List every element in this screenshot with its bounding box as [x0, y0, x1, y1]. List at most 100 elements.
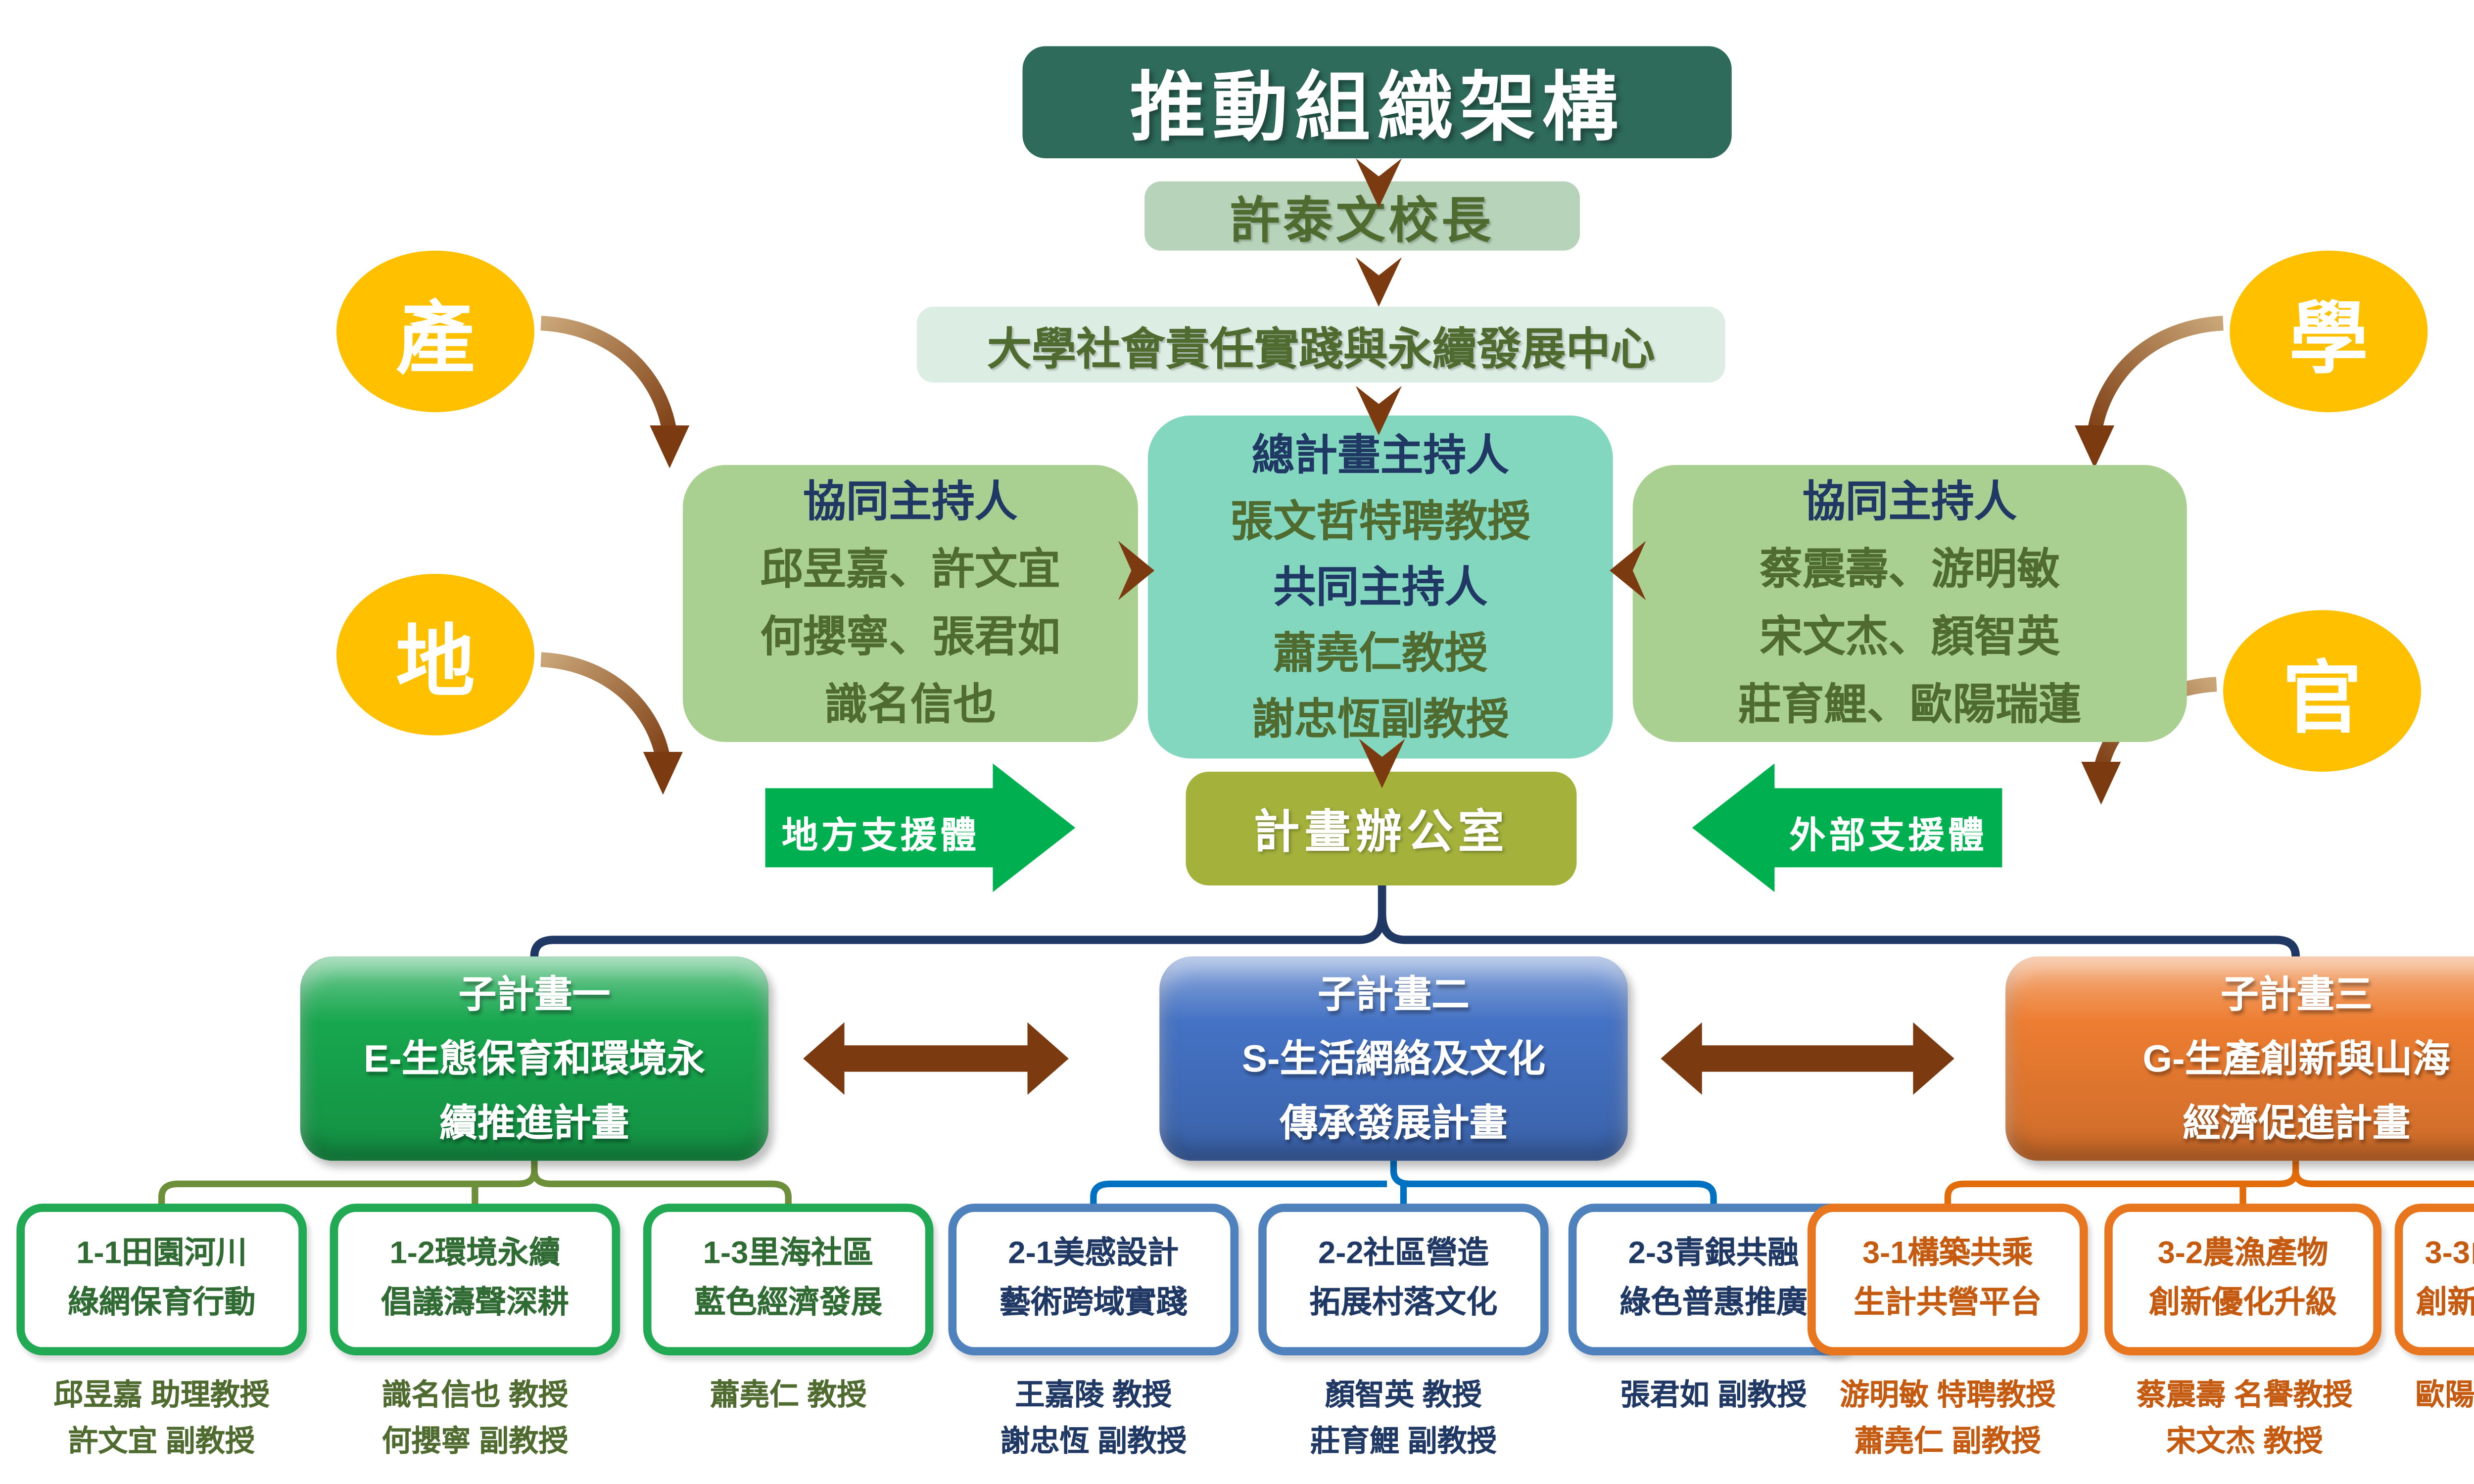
external-support-arrow-icon	[1692, 763, 2002, 892]
staff-name: 蔡震壽 名譽教授	[2136, 1378, 2353, 1412]
subproject-1-3-box: 1-3里海社區 藍色經濟發展	[643, 1204, 934, 1355]
page-title: 推動組織架構	[1022, 46, 1732, 158]
subproject-title: 綠網保育行動	[67, 1286, 256, 1321]
cohost-names: 邱昱嘉、許文宜	[760, 544, 1061, 594]
staff-2-2: 顏智英 教授 莊育鯉 副教授	[1258, 1372, 1549, 1464]
subproject-1-2-box: 1-2環境永續 倡議濤聲深耕	[330, 1204, 620, 1355]
cohost-names: 宋文杰、顏智英	[1760, 611, 2060, 661]
down-arrow-icon	[1355, 257, 1402, 307]
subproject-title: 1-3里海社區	[703, 1236, 874, 1271]
curved-arrowhead-icon	[2081, 761, 2121, 805]
cohost-left-box: 協同主持人 邱昱嘉、許文宜 何攖寧、張君如 識名信也	[682, 464, 1138, 742]
staff-2-3: 張君如 副教授	[1569, 1372, 1859, 1418]
subproject-title: 創新觀光型塑	[2416, 1286, 2474, 1321]
left-chevron-icon	[1610, 541, 1646, 601]
circle-industry: 產	[336, 250, 534, 413]
staff-3-3: 歐陽瑞蓮 老師	[2368, 1372, 2474, 1418]
staff-name: 謝忠恆 副教授	[1000, 1424, 1187, 1458]
subproject-title: 2-1美感設計	[1008, 1236, 1179, 1271]
subproject-3-2-box: 3-2農漁產物 創新優化升級	[2104, 1204, 2381, 1355]
staff-name: 游明敏 特聘教授	[1840, 1378, 2056, 1412]
connector-subplan1-children	[158, 1160, 792, 1207]
staff-name: 蕭堯仁 教授	[710, 1378, 867, 1412]
principal-investigator-box: 總計畫主持人 張文哲特聘教授 共同主持人 蕭堯仁教授 謝忠恆副教授	[1147, 415, 1613, 759]
staff-3-2: 蔡震壽 名譽教授 宋文杰 教授	[2088, 1372, 2401, 1464]
subproject-title: 綠色普惠推廣	[1619, 1286, 1808, 1321]
subproject-title: 3-3山海文旅	[2425, 1236, 2474, 1271]
staff-name: 張君如 副教授	[1620, 1378, 1807, 1412]
subplan-line: 續推進計畫	[439, 1100, 629, 1144]
subproject-title: 1-1田園河川	[76, 1236, 247, 1271]
staff-name: 宋文杰 教授	[2166, 1424, 2323, 1458]
subplan-line: E-生態保育和環境永	[363, 1036, 705, 1079]
double-arrow-icon	[803, 1022, 1069, 1095]
subproject-3-3-box: 3-3山海文旅 創新觀光型塑	[2394, 1204, 2474, 1355]
curved-arrowhead-icon	[650, 425, 690, 468]
subproject-3-1-box: 3-1構築共乘 生計共營平台	[1808, 1204, 2088, 1355]
staff-name: 王嘉陵 教授	[1015, 1378, 1172, 1412]
co-pi-name: 謝忠恆副教授	[1251, 694, 1509, 744]
subproject-title: 1-2環境永續	[389, 1236, 561, 1271]
staff-name: 莊育鯉 副教授	[1310, 1424, 1497, 1458]
subplan-line: 傳承發展計畫	[1280, 1100, 1508, 1144]
co-pi-role-label: 共同主持人	[1273, 562, 1488, 612]
connector-subplan3-children	[1944, 1160, 2474, 1207]
staff-1-1: 邱昱嘉 助理教授 許文宜 副教授	[16, 1372, 307, 1464]
curved-arrow-icon	[540, 316, 677, 433]
subproject-title: 生計共營平台	[1854, 1286, 2042, 1321]
connector-subplan2-children	[1090, 1160, 1717, 1207]
subproject-1-1-box: 1-1田園河川 綠網保育行動	[16, 1204, 307, 1355]
cohost-names: 何攖寧、張君如	[760, 611, 1061, 661]
local-support-label: 地方支援體系	[781, 814, 980, 909]
subplan-title: 子計畫一	[458, 972, 611, 1015]
co-pi-name: 蕭堯仁教授	[1273, 628, 1488, 678]
subplan-1-box: 子計畫一 E-生態保育和環境永 續推進計畫	[300, 956, 769, 1161]
subplan-line: 經濟促進計畫	[2183, 1100, 2411, 1144]
circle-land: 地	[336, 573, 534, 736]
subplan-line: S-生活網絡及文化	[1241, 1036, 1546, 1079]
right-chevron-icon	[1118, 541, 1155, 601]
subproject-title: 3-1構築共乘	[1862, 1236, 2033, 1271]
curved-arrow-icon	[540, 652, 670, 760]
staff-2-1: 王嘉陵 教授 謝忠恆 副教授	[949, 1372, 1239, 1464]
down-arrow-icon	[1355, 158, 1402, 208]
subplan-2-box: 子計畫二 S-生活網絡及文化 傳承發展計畫	[1159, 956, 1628, 1161]
subproject-title: 創新優化升級	[2148, 1286, 2337, 1321]
staff-name: 蕭堯仁 副教授	[1855, 1424, 2041, 1458]
subproject-title: 2-2社區營造	[1318, 1236, 1489, 1271]
subproject-title: 2-3青銀共融	[1628, 1236, 1799, 1271]
cohost-role-label: 協同主持人	[1803, 476, 2017, 526]
circle-academia: 學	[2230, 250, 2428, 413]
subproject-title: 拓展村落文化	[1309, 1286, 1498, 1321]
subproject-title: 藍色經濟發展	[694, 1286, 883, 1321]
project-office-box: 計畫辦公室	[1186, 771, 1577, 885]
subproject-2-1-box: 2-1美感設計 藝術跨域實踐	[948, 1204, 1239, 1355]
curved-arrowhead-icon	[2075, 425, 2115, 468]
connector-office-to-subplans	[530, 885, 2300, 973]
cohost-names: 識名信也	[824, 679, 997, 729]
cohost-role-label: 協同主持人	[803, 476, 1018, 526]
subplan-title: 子計畫三	[2221, 972, 2373, 1015]
down-arrow-icon	[1355, 385, 1402, 435]
staff-1-2: 識名信也 教授 何攖寧 副教授	[330, 1372, 620, 1464]
subplan-line: G-生產創新與山海	[2142, 1036, 2451, 1079]
subproject-title: 藝術跨域實踐	[999, 1286, 1188, 1321]
double-arrow-icon	[1661, 1022, 1954, 1095]
curved-arrowhead-icon	[643, 751, 683, 795]
staff-name: 許文宜 副教授	[68, 1424, 255, 1458]
cohost-names: 蔡震壽、游明敏	[1760, 544, 2060, 594]
staff-name: 何攖寧 副教授	[381, 1424, 569, 1458]
down-arrow-icon	[1359, 739, 1405, 788]
staff-name: 顏智英 教授	[1325, 1378, 1482, 1412]
circle-government: 官	[2223, 610, 2421, 772]
subplan-3-box: 子計畫三 G-生產創新與山海 經濟促進計畫	[2005, 956, 2474, 1161]
president-box: 許泰文校長	[1144, 181, 1580, 251]
subproject-title: 3-2農漁產物	[2157, 1236, 2329, 1271]
staff-1-3: 蕭堯仁 教授	[643, 1372, 934, 1418]
staff-name: 邱昱嘉 助理教授	[53, 1378, 270, 1412]
subproject-title: 倡議濤聲深耕	[381, 1286, 569, 1321]
subplan-title: 子計畫二	[1318, 972, 1470, 1015]
staff-name: 識名信也 教授	[381, 1378, 569, 1412]
